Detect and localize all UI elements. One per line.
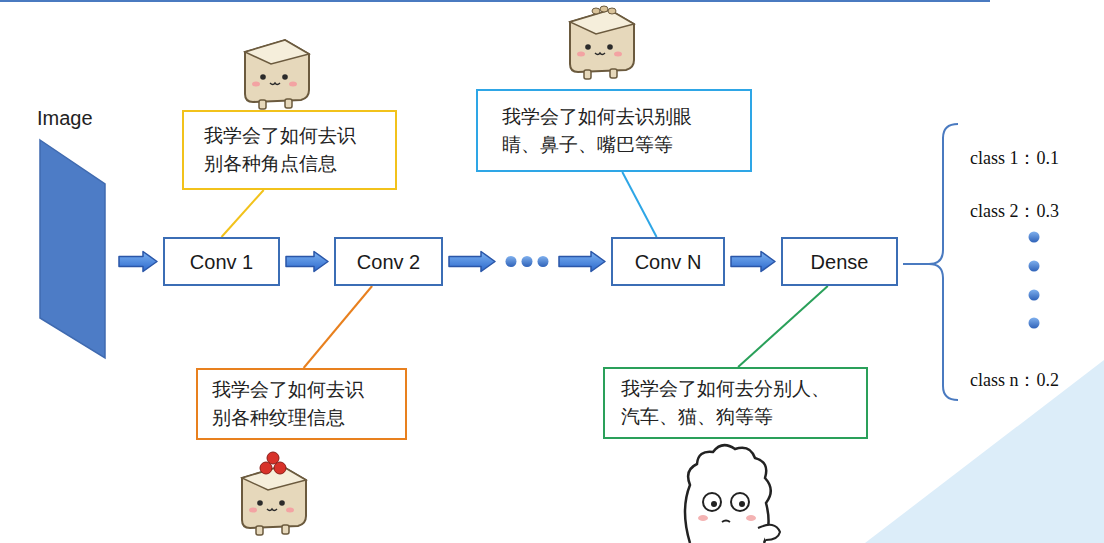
red-ball (267, 452, 279, 464)
node-label: Conv 2 (357, 250, 420, 274)
node-label: Image (37, 106, 93, 130)
callout-text: 我学会了如何去识别眼 睛、鼻子、嘴巴等等 (502, 103, 698, 158)
sketch-hand (758, 525, 780, 540)
flow-arrow (119, 252, 157, 272)
node-label: Conv 1 (190, 250, 253, 274)
sketch-eye (703, 493, 721, 511)
tofu-bump (600, 6, 608, 12)
layer-box: Conv 2 (334, 237, 443, 286)
leader-line (222, 190, 264, 237)
layer-box: Dense (781, 237, 898, 286)
block-arrow (559, 252, 605, 272)
sketch-cheek (746, 515, 756, 521)
dot (1029, 290, 1040, 301)
block-arrow (731, 252, 775, 272)
flow-arrow (286, 252, 328, 272)
sketch-mouth (722, 521, 730, 523)
class-score: class n：0.2 (970, 370, 1059, 392)
sketch-pupil (711, 501, 717, 507)
curly-sketch-character (685, 445, 780, 543)
corner-overlay (865, 360, 1104, 543)
ellipsis-dot (522, 256, 533, 267)
layer-box: Conv N (611, 237, 725, 286)
callout-text: 我学会了如何去识 别各种角点信息 (204, 122, 362, 177)
top-rule (0, 0, 990, 2)
image-plane (40, 140, 105, 358)
sketch-eye (731, 493, 749, 511)
tofu-body (242, 466, 306, 535)
sketch-outline (685, 445, 771, 543)
layer-box: Conv 1 (163, 237, 280, 286)
class-score: class 2：0.3 (970, 201, 1059, 223)
leader-line (304, 286, 373, 368)
block-arrow (449, 252, 495, 272)
callout-text: 我学会了如何去识 别各种纹理信息 (212, 376, 370, 431)
output-bracket (903, 124, 958, 400)
callout-box: 我学会了如何去识别眼 睛、鼻子、嘴巴等等 (476, 89, 752, 172)
dot (1029, 261, 1040, 272)
leader-stroke (622, 172, 656, 237)
leader-stroke (222, 190, 264, 237)
leader-line (738, 286, 828, 367)
tofu-mascot (242, 452, 306, 535)
leader-stroke (304, 286, 373, 368)
dot (1029, 232, 1040, 243)
class-score: class 1：0.1 (970, 148, 1059, 170)
tofu-mascot (570, 6, 634, 79)
sketch-cheek (698, 515, 708, 521)
tofu-bump (592, 8, 600, 14)
callout-text: 我学会了如何去分别人、 汽车、猫、狗等等 (621, 375, 836, 430)
ellipsis-dot (538, 256, 549, 267)
ellipsis-dots (1029, 232, 1040, 329)
sketch-pupil (739, 501, 745, 507)
node-label: Conv N (635, 250, 702, 274)
tofu-mascot (245, 40, 309, 109)
flow-arrow (731, 252, 775, 272)
input-image: Image (35, 104, 113, 360)
callout-box: 我学会了如何去识 别各种纹理信息 (196, 368, 407, 440)
flow-arrow (449, 252, 605, 272)
leader-line (622, 172, 656, 237)
callout-box: 我学会了如何去识 别各种角点信息 (182, 110, 397, 190)
leader-stroke (738, 286, 828, 367)
dot (1029, 318, 1040, 329)
callout-box: 我学会了如何去分别人、 汽车、猫、狗等等 (603, 367, 868, 439)
node-label: Dense (811, 250, 869, 274)
block-arrow (286, 252, 328, 272)
ellipsis-dot (506, 256, 517, 267)
tofu-bump (608, 8, 616, 14)
tofu-body (570, 10, 634, 79)
block-arrow (119, 252, 157, 272)
